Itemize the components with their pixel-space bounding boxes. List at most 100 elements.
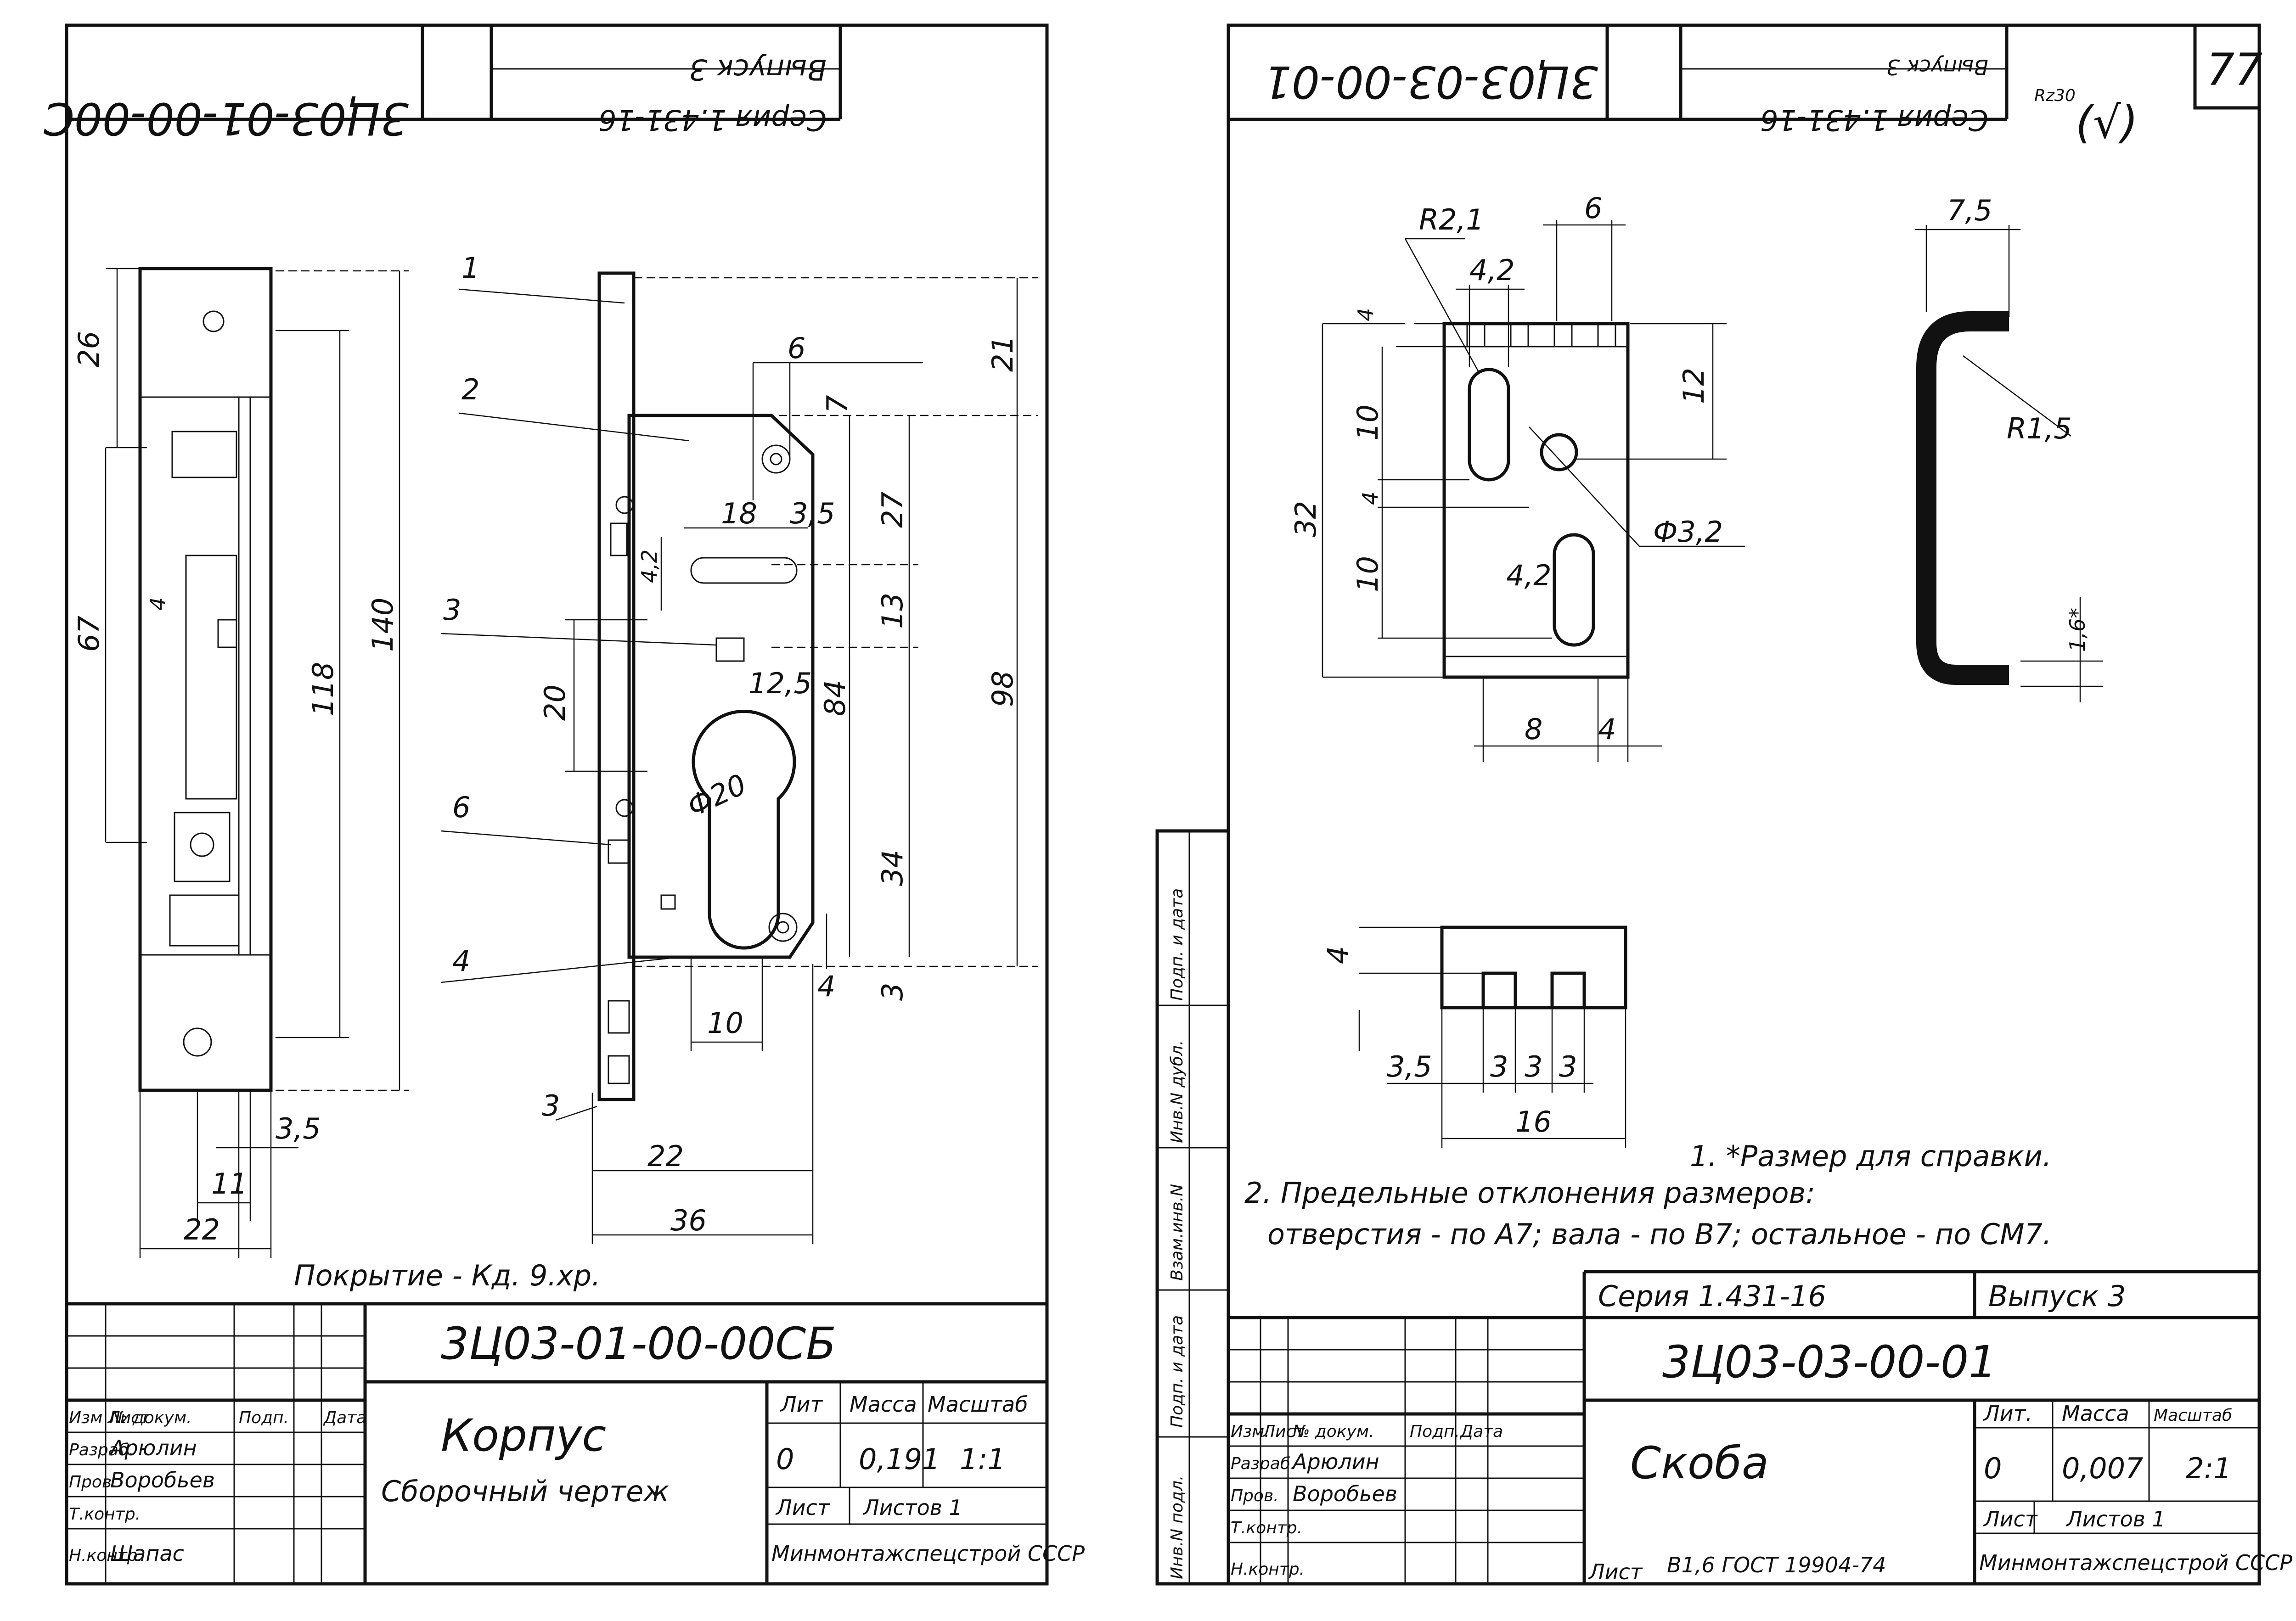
callout-3: 3 (443, 593, 461, 627)
left-row-role-1: Разраб. (69, 1441, 134, 1459)
left-header-code: 3Ц03-01-00-00С (44, 93, 409, 144)
left-header: 3Ц03-01-00-00С Серия 1.431-16 Выпуск 3 (44, 25, 842, 144)
left-doc-type: Сборочный чертеж (381, 1475, 669, 1508)
dim-36: 36 (670, 1204, 707, 1237)
left-row-role-2: Пров. (69, 1473, 117, 1492)
right-series: Серия 1.431-16 (1598, 1279, 1826, 1313)
left-sheet-label: Лист (775, 1495, 830, 1520)
dim-4-b: 4 (817, 970, 835, 1003)
right-row-list-0: Лист (1262, 1422, 1305, 1441)
dim-22-a: 22 (184, 1213, 220, 1246)
left-row-role-3: Т.контр. (69, 1505, 141, 1524)
dim-3-5-r: 3,5 (1387, 1050, 1432, 1083)
callout-4: 4 (452, 944, 470, 978)
note-1: 1. *Размер для справки. (1690, 1139, 2052, 1173)
dim-11: 11 (211, 1167, 248, 1200)
dim-27: 27 (876, 492, 909, 528)
dim-8: 8 (1525, 712, 1542, 746)
left-sheet: 3Ц03-01-00-00С Серия 1.431-16 Выпуск 3 (44, 23, 1085, 1586)
stamp-label-0: Взам.инв.N (1168, 1184, 1187, 1281)
right-designation: 3Ц03-03-00-01 (1662, 1336, 1997, 1388)
dim-6: 6 (788, 331, 805, 365)
dim-r2-1: R2,1 (1419, 203, 1484, 236)
callout-1: 1 (461, 251, 479, 285)
left-row-sign-0: Подп. (239, 1408, 289, 1427)
bracket-front-view: R2,1 6 4,2 4 12 10 32 4 10 4,2 Ф3,2 8 4 (1289, 191, 1745, 762)
left-org: Минмонтажспецстрой СССР (771, 1541, 1085, 1566)
right-col-scale: Масштаб (2154, 1406, 2232, 1425)
stamp-label-4: Инв.N подл. (1168, 1475, 1187, 1579)
right-row-role-1: Разраб. (1231, 1454, 1295, 1473)
dim-phi-20: Ф20 (682, 768, 751, 824)
roughness-symbol: (√) (2076, 97, 2138, 148)
dim-4-2-a: 4,2 (1469, 253, 1515, 287)
right-row-name-1: Арюлин (1291, 1449, 1379, 1474)
dim-3-5: 3,5 (276, 1112, 321, 1145)
left-mass: 0,191 (859, 1442, 940, 1476)
dim-84: 84 (818, 680, 852, 716)
stamp-label-2: Подп. и дата (1168, 888, 1187, 1001)
left-col-lit: Лит (780, 1392, 823, 1417)
left-part-name: Корпус (441, 1410, 606, 1461)
left-header-issue: Выпуск 3 (689, 53, 827, 86)
left-col-scale: Масштаб (928, 1392, 1028, 1417)
dim-1-6-star: 1,6* (2065, 608, 2090, 652)
dim-4: 4 (146, 597, 170, 611)
dim-13: 13 (876, 593, 909, 629)
left-lit: 0 (776, 1442, 794, 1476)
left-title-block: 3Ц03-01-00-00СБ Корпус Сборочный чертеж … (65, 1302, 1085, 1586)
dim-118: 118 (306, 662, 340, 716)
dim-4-a: 4 (1353, 308, 1378, 321)
left-row-name-0: № докум. (109, 1408, 191, 1427)
page-number: 77 (2206, 44, 2262, 95)
right-part-name: Скоба (1630, 1437, 1769, 1489)
callout-2: 2 (461, 373, 479, 406)
right-scale: 2:1 (2186, 1452, 2232, 1485)
dim-22-b: 22 (647, 1139, 684, 1173)
dim-20: 20 (538, 684, 572, 721)
dim-140: 140 (366, 598, 400, 652)
dim-4-2: 4,2 (637, 550, 662, 583)
right-header-series: Серия 1.431-16 (1760, 103, 1988, 137)
bracket-side-view: 7,5 R1,5 1,6* (1915, 194, 2103, 702)
right-header-code: 3Ц03-03-00-01 (1264, 56, 1598, 107)
dim-3-5-b: 3,5 (790, 497, 835, 530)
dim-67: 67 (72, 616, 106, 652)
left-designation: 3Ц03-01-00-00СБ (441, 1318, 836, 1369)
left-scale: 1:1 (960, 1442, 1006, 1476)
right-mass: 0,007 (2062, 1452, 2144, 1485)
dim-r1-5: R1,5 (2007, 412, 2072, 445)
right-frame (1227, 23, 2261, 1586)
left-row-name-1: Арюлин (109, 1436, 197, 1460)
right-sheets-label: Листов 1 (2065, 1507, 2166, 1531)
right-col-lit: Лит. (1983, 1401, 2032, 1426)
right-row-sign-0: Подп. (1410, 1422, 1460, 1441)
left-row-role-4: Н.контр. (69, 1546, 143, 1565)
right-row-role-0: Изм. (1231, 1422, 1270, 1441)
left-col-mass: Масса (850, 1392, 917, 1417)
right-row-name-2: Воробьев (1293, 1481, 1397, 1506)
dim-3: 3 (876, 983, 909, 1001)
dim-21: 21 (986, 336, 1019, 372)
right-sheet: Взам.инв.N Инв.N дубл. Подп. и дата Подп… (1155, 23, 2292, 1586)
dim-10: 10 (707, 1006, 743, 1040)
dim-6-r: 6 (1584, 191, 1602, 225)
note-2: 2. Предельные отклонения размеров: (1244, 1176, 1815, 1210)
dim-32: 32 (1289, 501, 1322, 537)
dim-3-c: 3 (1559, 1050, 1577, 1083)
dim-7-5: 7,5 (1947, 194, 1992, 227)
right-org: Минмонтажспецстрой СССР (1979, 1550, 2292, 1575)
dim-10-a: 10 (1351, 404, 1384, 441)
right-header-issue: Выпуск 3 (1886, 55, 1988, 79)
left-row-date-0: Дата (323, 1408, 366, 1427)
right-header: 77 3Ц03-03-00-01 Серия 1.431-16 Выпуск 3… (1228, 23, 2262, 148)
callout-3-bottom: 3 (542, 1089, 560, 1122)
right-row-role-3: Т.контр. (1231, 1519, 1302, 1537)
dim-26: 26 (72, 331, 106, 367)
stamp-label-3: Подп. и дата (1168, 1315, 1187, 1428)
stamp-label-1: Инв.N дубл. (1168, 1040, 1187, 1143)
roughness-label: Rz30 (2034, 86, 2076, 105)
right-row-name-0: № докум. (1292, 1422, 1374, 1441)
left-row-role-0: Изм Лист (69, 1408, 150, 1427)
dim-3-a: 3 (1490, 1050, 1508, 1083)
